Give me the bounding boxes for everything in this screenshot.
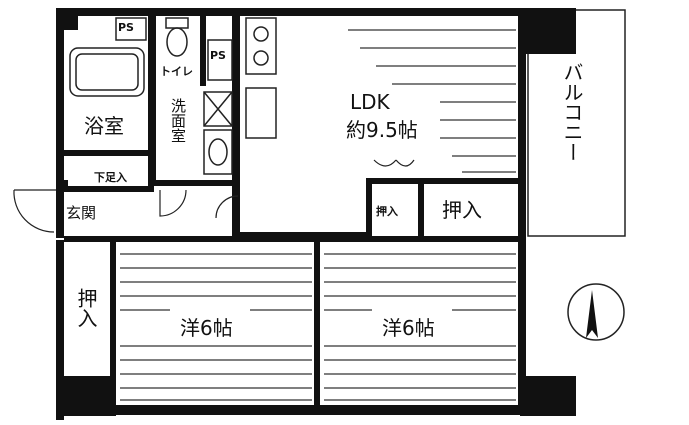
closet-left-label: 押入 (74, 288, 98, 328)
ps-label-top: PS (118, 21, 134, 34)
ldk-floor-lines (348, 29, 516, 173)
interior-walls (64, 16, 524, 410)
closet-mid-label: 押入 (442, 198, 482, 222)
fixtures (69, 17, 277, 175)
balcony-label: バルコニー (560, 62, 584, 162)
closet-small-label: 押入 (376, 205, 398, 218)
balcony-outline (527, 9, 626, 237)
shoe-box-label: 下足入 (94, 171, 127, 184)
entrance-label: 玄関 (66, 204, 97, 222)
western-room-right-label: 洋6帖 (382, 316, 435, 340)
washroom-label: 洗面室 (169, 98, 187, 143)
ldk-label: LDK (350, 90, 390, 114)
ps-label-right: PS (210, 49, 226, 62)
western-room-left-label: 洋6帖 (180, 316, 233, 340)
ldk-size-label: 約9.5帖 (346, 118, 418, 142)
bath-label: 浴室 (84, 114, 124, 138)
door-swings (13, 159, 415, 233)
bedroom-left-floor-lines (120, 253, 312, 401)
bedroom-right-floor-lines (324, 253, 516, 401)
compass (567, 283, 625, 341)
north-arrow-icon (586, 290, 598, 338)
toilet-label: トイレ (160, 65, 193, 78)
